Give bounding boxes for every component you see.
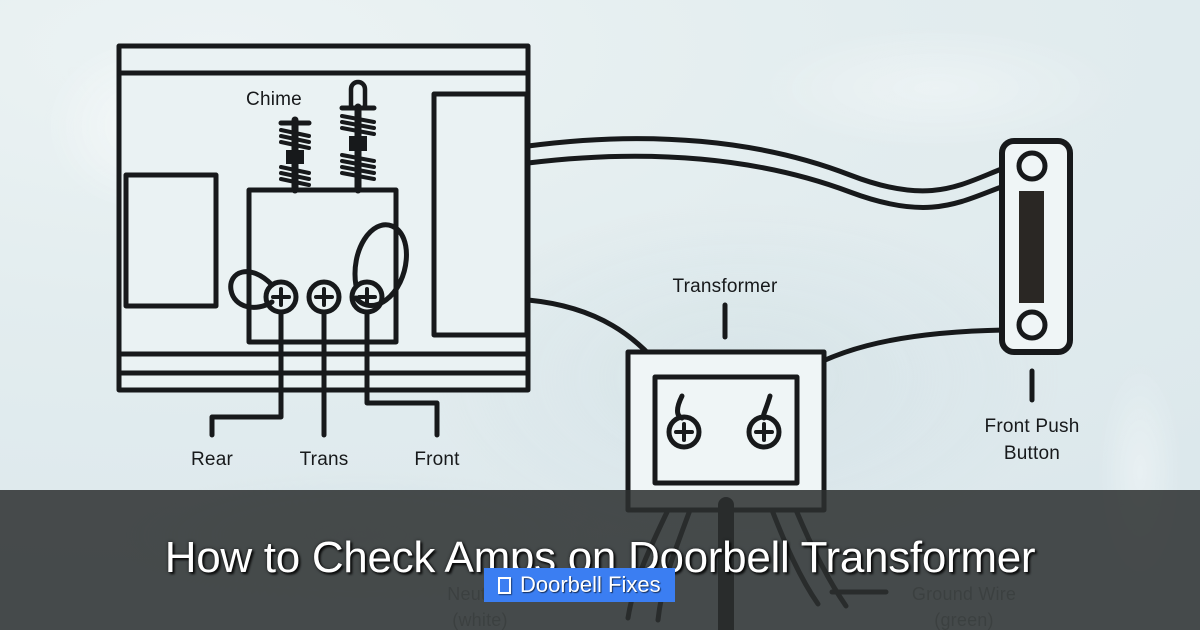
label-chime: Chime: [246, 89, 302, 110]
chime-internal-wires: [228, 222, 409, 310]
site-badge[interactable]: Doorbell Fixes: [484, 568, 675, 602]
chime-housing: [116, 43, 531, 393]
front-push-button: [999, 138, 1073, 403]
label-terminal-front: Front: [414, 449, 460, 470]
terminal-drop-wires: [209, 309, 440, 438]
transformer-box: [625, 349, 827, 513]
chime-screw-terminals: [263, 279, 385, 315]
title-overlay-band: [0, 490, 1200, 630]
wire-chime-to-pushbutton: [525, 136, 1007, 210]
chime-plunger-tall: [339, 79, 377, 194]
label-front-push-button-line1: Front Push: [985, 416, 1080, 437]
label-terminal-trans: Trans: [300, 449, 349, 470]
chime-plunger-short: [278, 116, 312, 194]
missing-glyph-box-icon: [498, 576, 511, 594]
label-front-push-button-line2: Button: [1004, 443, 1060, 464]
label-transformer: Transformer: [673, 276, 778, 297]
site-badge-label: Doorbell Fixes: [520, 572, 661, 597]
label-terminal-rear: Rear: [191, 449, 233, 470]
